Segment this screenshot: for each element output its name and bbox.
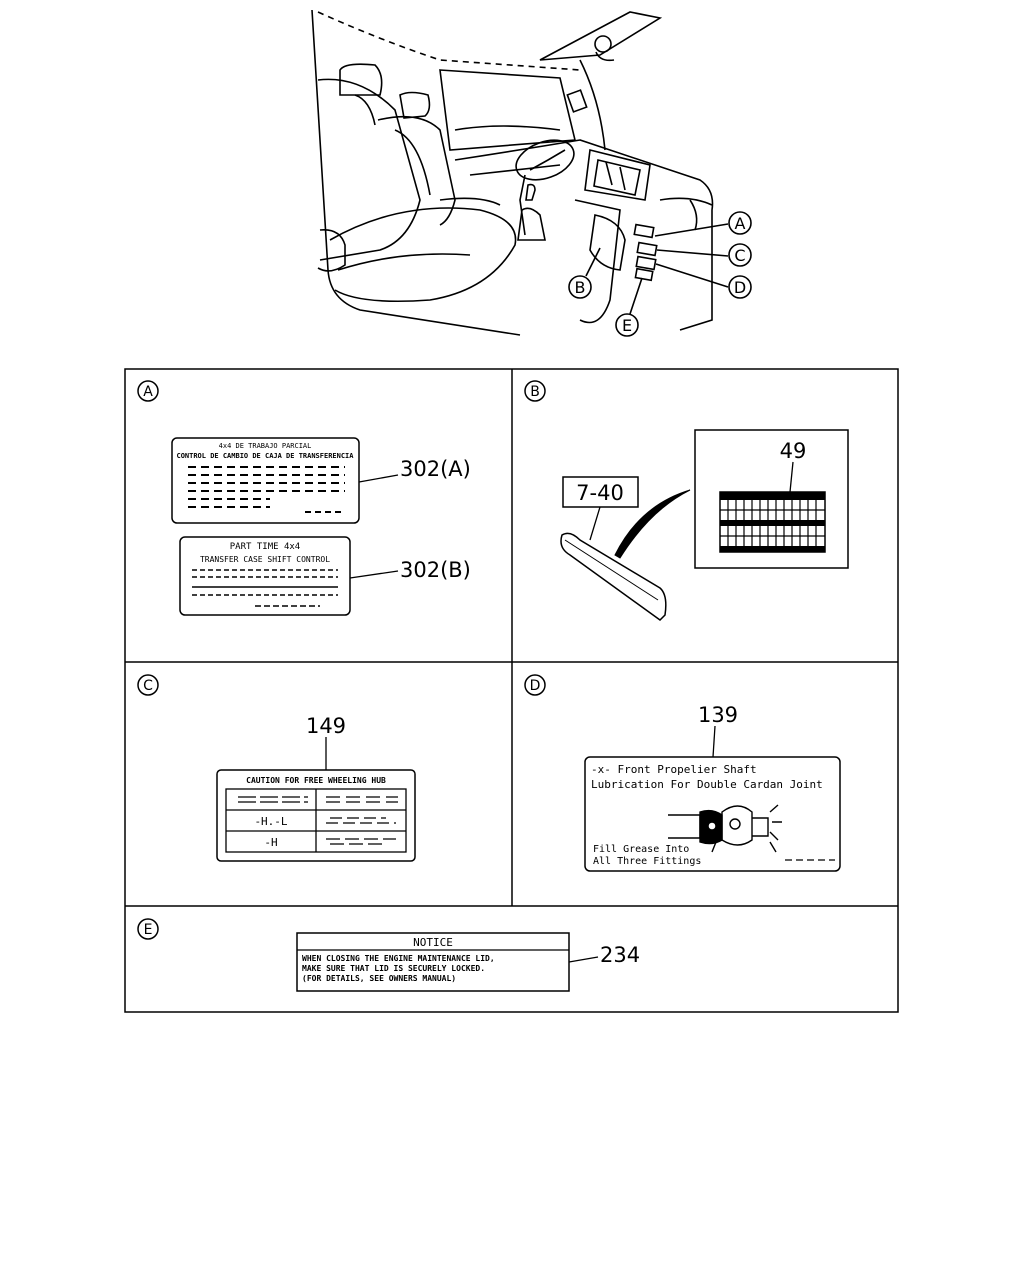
notice-title: NOTICE [413, 936, 453, 949]
panel-b: 7-40 49 [560, 429, 849, 621]
detail-pointer [614, 489, 691, 559]
callout-a: A [735, 214, 746, 233]
callout-d: D [734, 278, 746, 297]
part-ref-7-40: 7-40 [576, 481, 624, 505]
panel-grid [124, 368, 899, 1013]
callout-e: E [622, 316, 632, 335]
cardan-joint-drawing [668, 804, 782, 853]
label-302b-line2: TRANSFER CASE SHIFT CONTROL [200, 555, 330, 564]
label-302a-line1: 4x4 DE TRABAJO PARCIAL [219, 442, 312, 450]
panel-a: 4x4 DE TRABAJO PARCIAL CONTROL DE CAMBIO… [171, 437, 471, 616]
panel-d-badge: D [530, 678, 541, 694]
shaft-label-line2: Lubrication For Double Cardan Joint [591, 778, 823, 791]
cab-interior-illustration [311, 9, 729, 336]
shaft-label-line1: -x- Front Propelier Shaft [591, 763, 757, 776]
panel-d: 139 -x- Front Propelier Shaft Lubricatio… [584, 703, 841, 872]
shaft-label-line4: All Three Fittings [593, 856, 701, 867]
label-49-graphic [719, 491, 826, 553]
panel-b-badge: B [530, 384, 540, 400]
panel-e: NOTICE WHEN CLOSING THE ENGINE MAINTENAN… [296, 932, 640, 992]
notice-line3: (FOR DETAILS, SEE OWNERS MANUAL) [302, 974, 456, 983]
panel-c-badge: C [143, 678, 153, 694]
notice-line2: MAKE SURE THAT LID IS SECURELY LOCKED. [302, 964, 485, 973]
notice-line1: WHEN CLOSING THE ENGINE MAINTENANCE LID, [302, 954, 495, 963]
label-302b-text-lines [192, 569, 338, 607]
hub-row-h: -H [264, 836, 277, 849]
top-callouts [568, 211, 752, 337]
part-number-139: 139 [698, 703, 738, 727]
part-number-302b: 302(B) [400, 558, 471, 582]
shaft-label-line3: Fill Grease Into [593, 844, 689, 855]
glove-box-lid [560, 532, 667, 621]
part-number-302a: 302(A) [400, 457, 471, 481]
panel-c: 149 CAUTION FOR FREE WHEELING HUB -H.-L … [216, 714, 416, 862]
part-number-49: 49 [780, 439, 807, 463]
hub-label-title: CAUTION FOR FREE WHEELING HUB [246, 776, 386, 785]
callout-b: B [575, 278, 586, 297]
panel-a-badge: A [143, 384, 153, 400]
hub-row-hl: -H.-L [254, 815, 287, 828]
panel-e-badge: E [144, 922, 153, 938]
label-302a-line2: CONTROL DE CAMBIO DE CAJA DE TRANSFERENC… [176, 452, 354, 460]
callout-c: C [734, 246, 745, 265]
part-number-149: 149 [306, 714, 346, 738]
part-number-234: 234 [600, 943, 640, 967]
label-302b-line1: PART TIME 4x4 [230, 542, 300, 552]
label-302a-text-lines [188, 466, 345, 513]
